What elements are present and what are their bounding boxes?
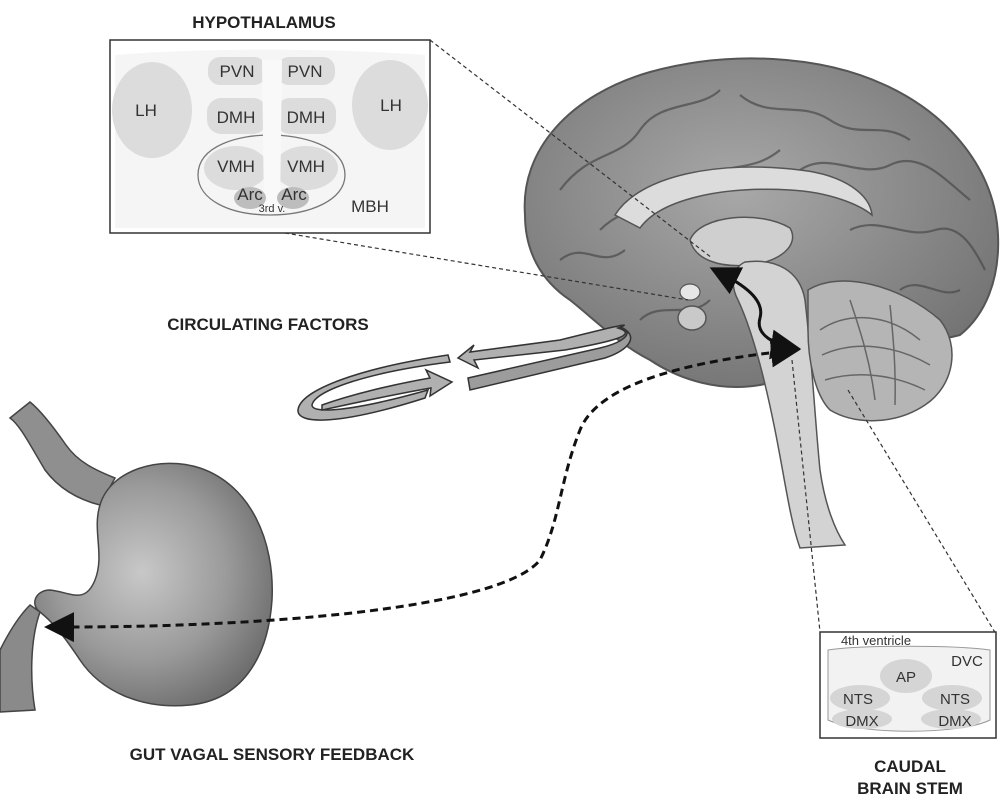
duodenum bbox=[0, 605, 40, 712]
dmx-right-label: DMX bbox=[938, 713, 971, 730]
arc-right-label: Arc bbox=[281, 185, 307, 204]
brainstem-inset: 4th ventricle DVC AP NTS NTS DMX DMX bbox=[820, 632, 996, 738]
pvn-right-label: PVN bbox=[288, 62, 323, 81]
dmh-left-label: DMH bbox=[217, 108, 256, 127]
mbh-label: MBH bbox=[351, 197, 389, 216]
brain-illustration bbox=[525, 58, 999, 548]
gut-vagal-label: GUT VAGAL SENSORY FEEDBACK bbox=[130, 745, 415, 764]
arc-left-label: Arc bbox=[237, 185, 263, 204]
circulating-loop bbox=[298, 325, 631, 420]
dmx-left-label: DMX bbox=[845, 713, 878, 730]
hypothalamus-region bbox=[680, 284, 700, 300]
nts-right-label: NTS bbox=[940, 691, 970, 708]
dmh-right-label: DMH bbox=[287, 108, 326, 127]
pvn-left-label: PVN bbox=[220, 62, 255, 81]
vmh-left-label: VMH bbox=[217, 157, 255, 176]
third-ventricle-label: 3rd v. bbox=[259, 203, 286, 215]
stomach-body bbox=[35, 463, 272, 705]
ap-label: AP bbox=[896, 669, 916, 686]
esophagus bbox=[10, 402, 115, 505]
lh-right-label: LH bbox=[380, 96, 402, 115]
circulating-factors-label: CIRCULATING FACTORS bbox=[167, 315, 368, 334]
dvc-label: DVC bbox=[951, 653, 983, 670]
stomach-illustration bbox=[0, 402, 272, 712]
vmh-right-label: VMH bbox=[287, 157, 325, 176]
caudal-label: CAUDAL bbox=[874, 757, 946, 776]
hypothalamus-inset: HYPOTHALAMUS PVN PVN LH LH DMH DMH VMH V… bbox=[110, 13, 430, 233]
pituitary bbox=[678, 306, 706, 330]
nts-left-label: NTS bbox=[843, 691, 873, 708]
fourth-ventricle-label: 4th ventricle bbox=[841, 633, 911, 648]
hypothalamus-title: HYPOTHALAMUS bbox=[192, 13, 336, 32]
brain-stem-label: BRAIN STEM bbox=[857, 779, 963, 798]
lh-left-label: LH bbox=[135, 101, 157, 120]
third-ventricle-shape bbox=[262, 60, 282, 210]
